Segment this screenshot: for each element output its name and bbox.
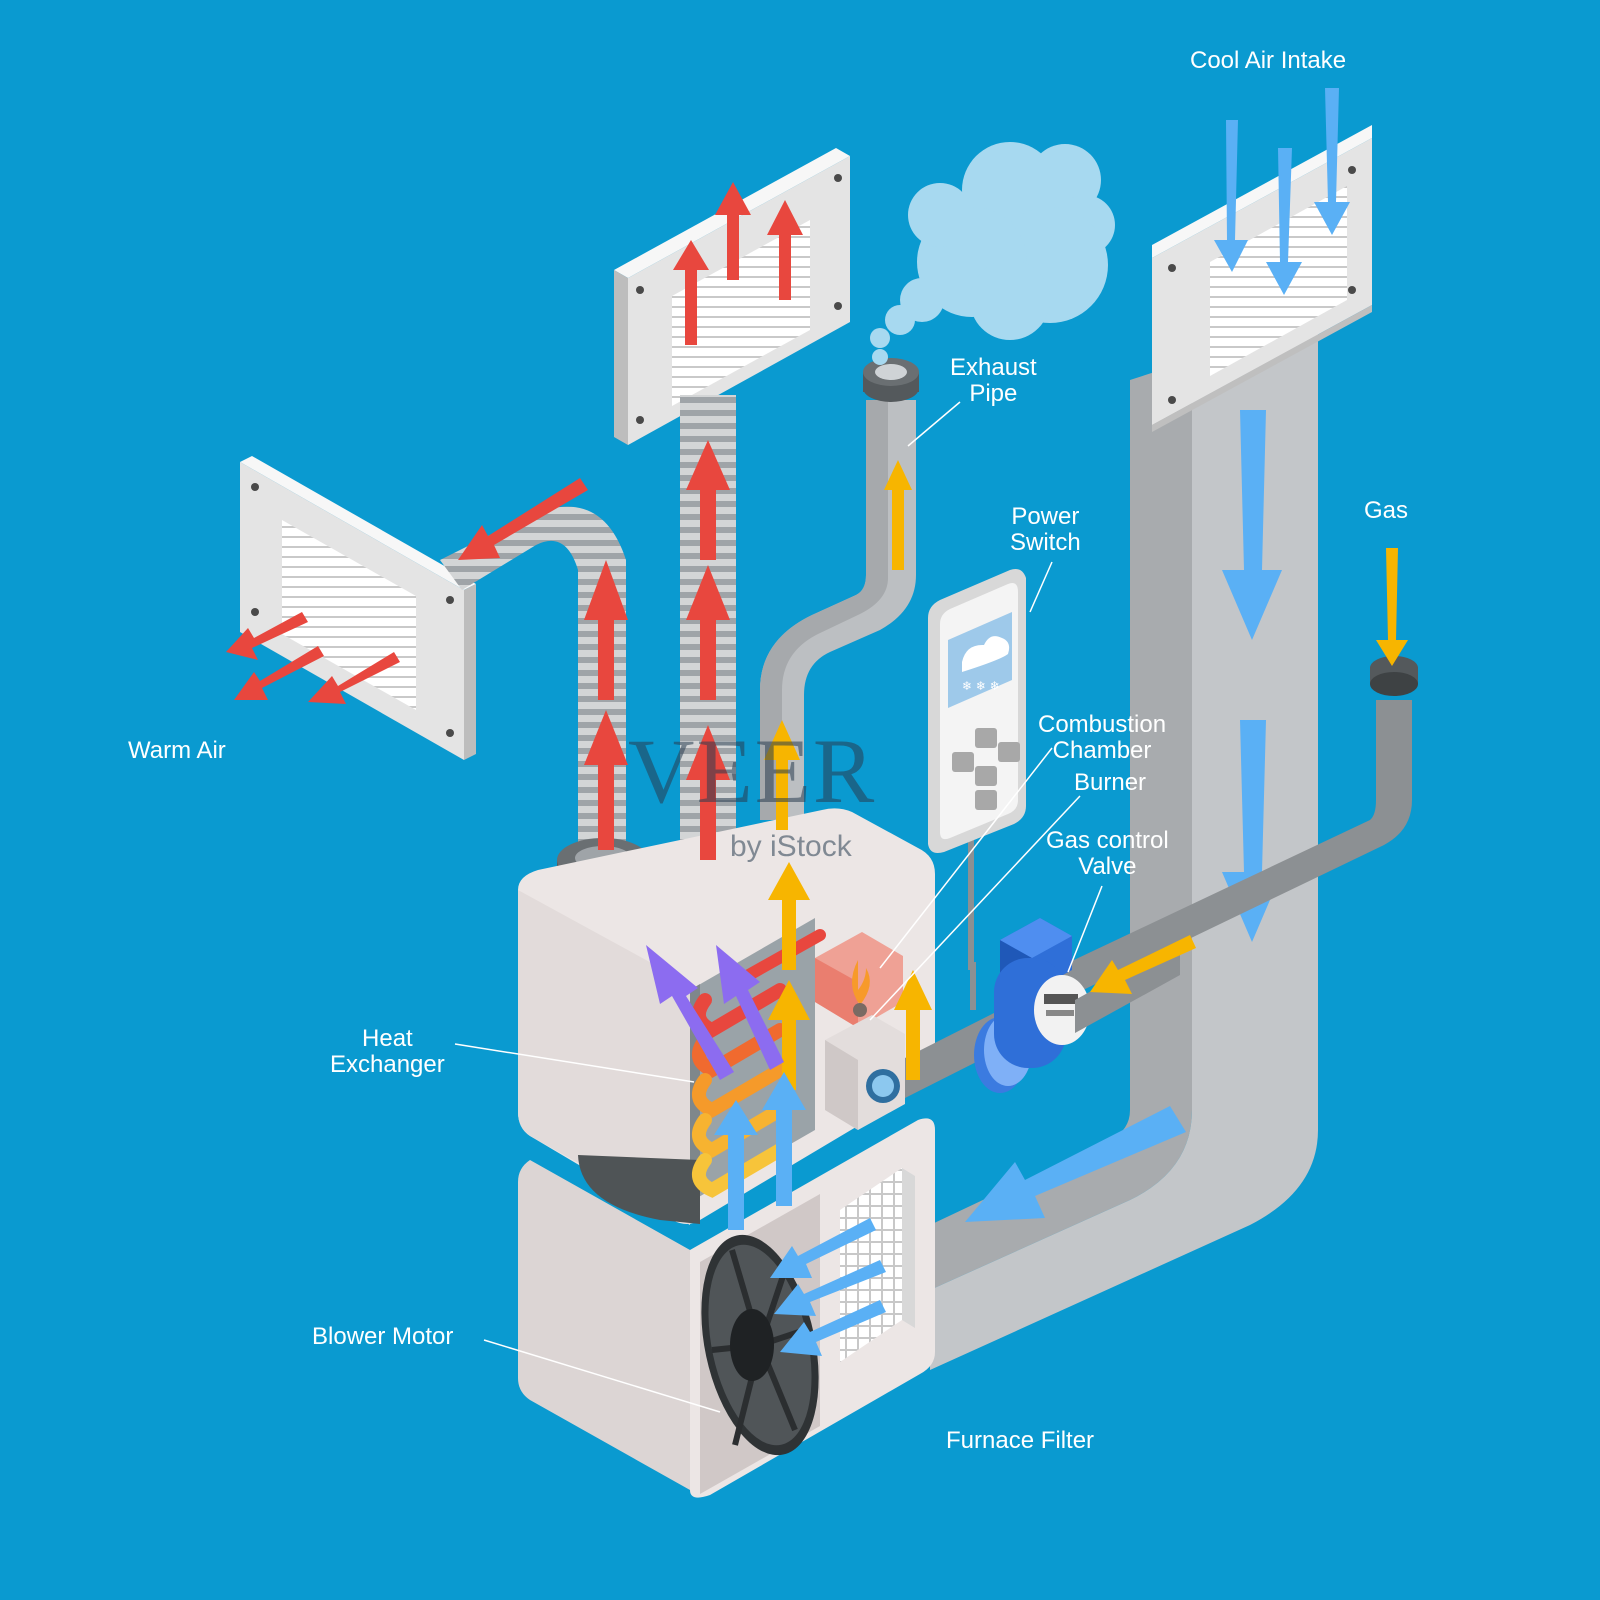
warm-air-label: Warm Air	[128, 737, 226, 764]
blower-motor-label: Blower Motor	[312, 1323, 454, 1350]
power-switch-panel: ❄ ❄ ❄	[928, 569, 1026, 970]
svg-text:❄ ❄ ❄: ❄ ❄ ❄	[962, 679, 1000, 693]
gas-control-valve-label: Gas control Valve	[1046, 827, 1169, 880]
warm-air-arrows	[226, 182, 803, 860]
burner-label: Burner	[1074, 769, 1147, 796]
cool-air-duct	[930, 300, 1318, 1370]
cool-air-intake-label: Cool Air Intake	[1190, 47, 1347, 74]
exhaust-pipe-label: Exhaust Pipe	[950, 354, 1037, 407]
watermark-subtext: by iStock	[730, 830, 852, 863]
heat-arrows	[646, 945, 784, 1080]
heat-exchanger-coils	[691, 929, 826, 1198]
cool-air-upflow-arrows	[714, 1072, 886, 1356]
exhaust-pipe	[760, 358, 919, 820]
combustion-chamber	[815, 932, 903, 1028]
burner-box	[825, 1015, 905, 1130]
exhaust-arrows	[764, 720, 1196, 1090]
watermark-logo: VEER	[628, 720, 877, 822]
gas-pipe	[970, 548, 1418, 1030]
exhaust-smoke	[870, 142, 1115, 365]
power-switch-label: Power Switch	[1010, 503, 1081, 556]
leader-lines	[454, 401, 1103, 1413]
combustion-chamber-label: Combustion Chamber	[1038, 711, 1167, 764]
furnace-filter-label: Furnace Filter	[946, 1427, 1095, 1454]
heat-exchanger-label: Heat Exchanger	[330, 1025, 445, 1078]
gas-label: Gas	[1364, 497, 1409, 524]
warm-air-outlet-left	[240, 456, 476, 760]
